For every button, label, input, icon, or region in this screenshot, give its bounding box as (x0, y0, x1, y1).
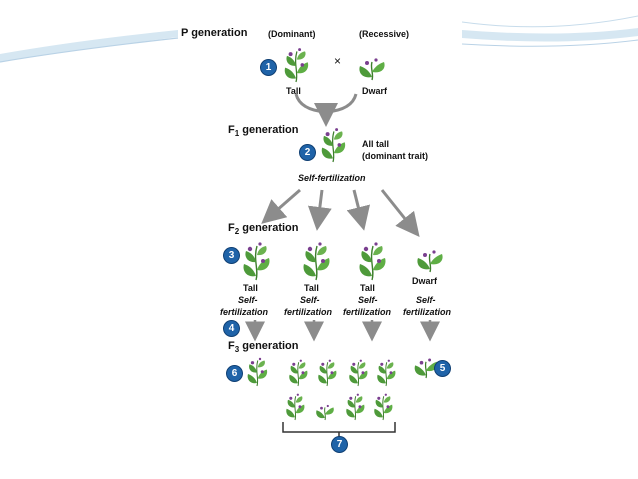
f3-plant-b1 (288, 359, 308, 387)
step-badge-1: 1 (261, 60, 276, 75)
step-badge-7: 7 (332, 437, 347, 452)
f1-self-fertilization-label: Self-fertilization (298, 173, 366, 183)
f2-tall-label-3: Tall (360, 283, 375, 293)
f3-plant-c1 (285, 393, 305, 421)
f3-generation-word: generation (239, 340, 299, 352)
f1-subscript: 1 (234, 129, 240, 139)
f3-plant-b2 (317, 359, 337, 387)
f1-to-f2-arrow-4 (380, 189, 420, 238)
f3-plant-d (414, 357, 438, 379)
f2-letter: F (228, 222, 235, 234)
step-badge-5: 5 (435, 361, 450, 376)
f1-to-f2-arrow-1 (261, 188, 301, 224)
p-dwarf-plant (358, 57, 386, 81)
dominant-label: (Dominant) (268, 29, 316, 39)
f2-plant-1 (242, 241, 271, 281)
all-tall-label: All tall (362, 139, 390, 149)
f3-plant-a (247, 357, 268, 387)
f1-to-f2-arrow-3 (346, 189, 371, 231)
f2-tall-label-1: Tall (243, 283, 258, 293)
dominant-trait-label: (dominant trait) (362, 151, 428, 161)
f3-plant-c2 (315, 404, 335, 421)
step-badge-6: 6 (227, 366, 242, 381)
p-tall-plant (284, 47, 309, 83)
f3-bracket (282, 422, 396, 437)
f1-generation-word: generation (239, 124, 299, 136)
p-dwarf-label: Dwarf (362, 86, 388, 96)
f2-generation-title: F2 generation (228, 222, 298, 236)
f3-subscript: 3 (234, 345, 240, 355)
step-badge-2: 2 (300, 145, 315, 160)
f3-plant-b4 (376, 359, 396, 387)
f2-plant-3 (358, 241, 387, 281)
p-tall-label: Tall (286, 86, 301, 96)
recessive-label: (Recessive) (359, 29, 410, 39)
f2-tall-label-2: Tall (304, 283, 319, 293)
f1-generation-title: F1 generation (228, 124, 298, 138)
f3-generation-title: F3 generation (228, 340, 298, 354)
f2-fertilization-label-1: fertilization (220, 307, 269, 317)
step-badge-3: 3 (224, 248, 239, 263)
f2-plant-2 (302, 241, 331, 281)
p-to-f1-arrow (294, 93, 358, 114)
f2-subscript: 2 (234, 227, 240, 237)
f2-self-label-3: Self- (358, 295, 378, 305)
f1-letter: F (228, 124, 235, 136)
f2-generation-word: generation (239, 222, 299, 234)
f1-to-f2-arrow-2 (307, 189, 332, 231)
f2-fertilization-label-3: fertilization (343, 307, 392, 317)
f3-letter: F (228, 340, 235, 352)
f1-plant (321, 127, 346, 163)
f2-self-label-2: Self- (300, 295, 320, 305)
f3-plant-b3 (348, 359, 368, 387)
f2-dwarf-label: Dwarf (412, 276, 438, 286)
f3-plant-c3 (345, 393, 365, 421)
f2-self-label-4: Self- (416, 295, 436, 305)
f2-self-label-1: Self- (238, 295, 258, 305)
step-badge-4: 4 (224, 321, 239, 336)
f2-fertilization-label-2: fertilization (284, 307, 333, 317)
cross-symbol: × (334, 54, 342, 68)
f2-fertilization-label-4: fertilization (403, 307, 452, 317)
f2-plant-4 (416, 249, 444, 273)
f3-plant-c4 (373, 393, 393, 421)
p-generation-title: P generation (181, 27, 248, 39)
